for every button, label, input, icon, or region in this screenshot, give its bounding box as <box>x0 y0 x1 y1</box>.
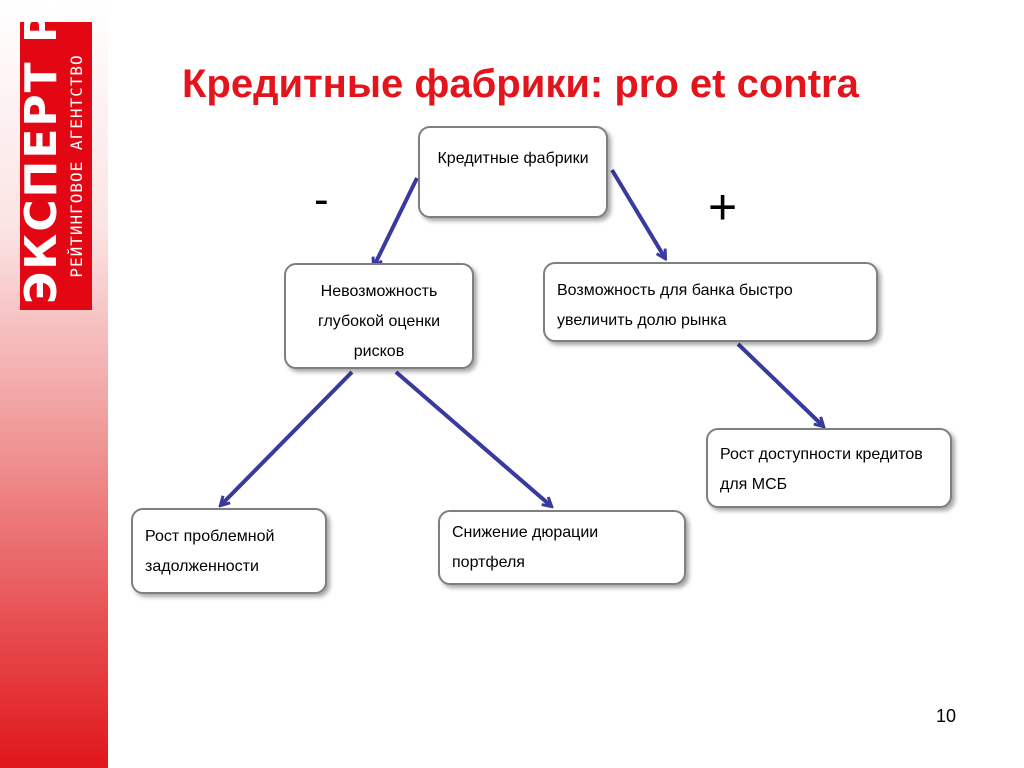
arrow-root-to-pro <box>610 168 665 258</box>
arrow-con-to-child-1 <box>221 370 354 505</box>
node-pro-child-label: Рост доступности кредитов для МСБ <box>720 446 923 493</box>
node-pro: Возможность для банка быстро увеличить д… <box>543 262 878 342</box>
arrow-pro-to-child <box>736 342 823 426</box>
node-con-child-1: Рост проблемной задолженности <box>131 508 327 594</box>
page-number: 10 <box>936 706 957 726</box>
node-root: Кредитные фабрики <box>418 126 608 218</box>
node-con-label: Невозможность глубокой оценки рисков <box>317 283 441 360</box>
plus-sign: + <box>708 179 738 235</box>
minus-sign: - <box>314 175 329 224</box>
node-con-child-2-label: Снижение дюрации портфеля <box>452 524 599 571</box>
logo: ЭКСПЕРТ РА РЕЙТИНГОВОЕ АГЕНТСТВО <box>16 0 92 310</box>
arrow-con-to-child-2 <box>394 370 551 506</box>
node-con-child-2: Снижение дюрации портфеля <box>438 510 686 585</box>
node-root-label: Кредитные фабрики <box>437 150 589 167</box>
node-con-child-1-label: Рост проблемной задолженности <box>145 528 275 575</box>
node-pro-label: Возможность для банка быстро увеличить д… <box>557 282 793 329</box>
node-con: Невозможность глубокой оценки рисков <box>284 263 474 369</box>
arrow-root-to-con <box>374 177 419 266</box>
page-title: Кредитные фабрики: pro et contra <box>182 62 859 106</box>
node-pro-child: Рост доступности кредитов для МСБ <box>706 428 952 508</box>
